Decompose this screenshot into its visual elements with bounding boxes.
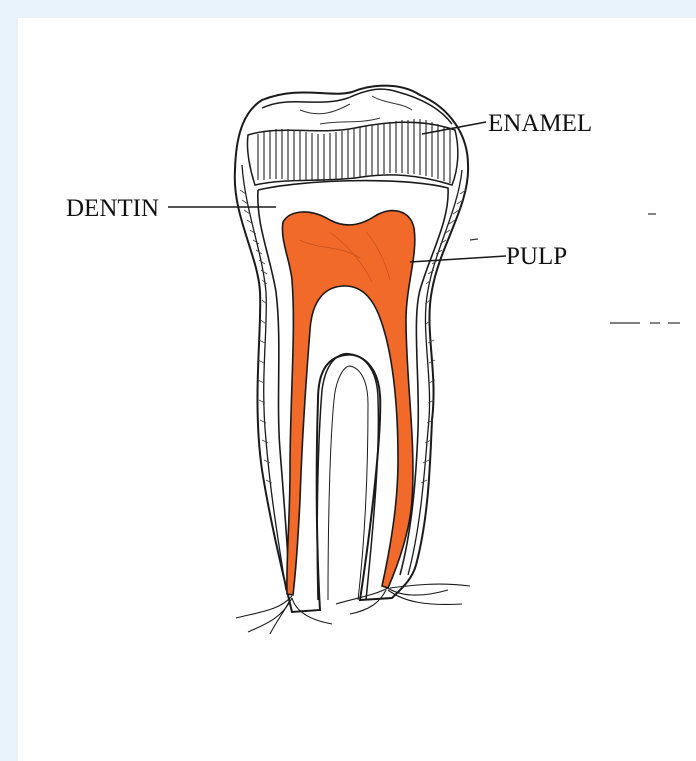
enamel-label: ENAMEL xyxy=(488,110,592,137)
scan-marks xyxy=(470,214,680,323)
root-furcation-inner xyxy=(328,366,368,600)
pulp-label: PULP xyxy=(506,243,567,270)
dentin-label: DENTIN xyxy=(66,195,159,222)
root-tip-fibers xyxy=(236,584,470,634)
root-furcation xyxy=(317,354,378,600)
